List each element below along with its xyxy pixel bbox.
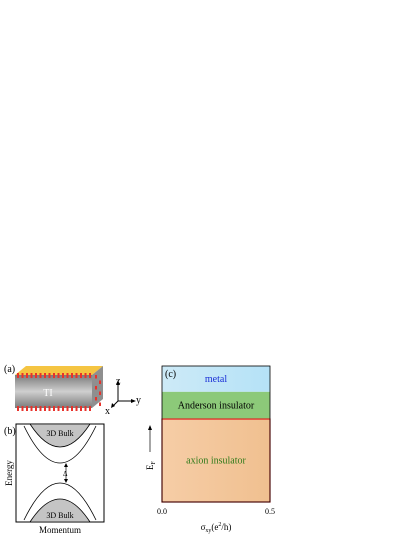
- panel-b-label: (b): [4, 426, 16, 437]
- momentum-axis-label: Momentum: [39, 525, 81, 535]
- top-stripe: [30, 373, 33, 378]
- side-stripe: [99, 380, 101, 384]
- region-axion-insulator: [162, 419, 270, 502]
- top-stripe: [89, 373, 91, 378]
- bottom-stripe: [53, 406, 55, 411]
- bottom-stripe: [66, 406, 69, 411]
- lower-bulk-label: 3D Bulk: [46, 511, 73, 520]
- top-stripe: [48, 373, 51, 378]
- ef-axis-label: EF: [145, 461, 157, 471]
- phase-diagram-frame: [161, 365, 271, 503]
- lower-bulk-band: [29, 498, 91, 523]
- top-stripe: [62, 373, 64, 378]
- region-metal: [162, 366, 270, 392]
- coordinate-axes: z y x: [105, 376, 141, 415]
- bottom-stripe: [48, 406, 51, 411]
- bottom-stripe: [84, 406, 87, 411]
- top-stripe: [39, 373, 42, 378]
- bottom-stripe: [30, 406, 33, 411]
- top-stripe: [17, 373, 19, 378]
- top-stripe: [75, 373, 78, 378]
- surface-band-lower: [23, 482, 97, 521]
- ti-block-label: TI: [43, 388, 52, 399]
- top-stripe: [80, 373, 82, 378]
- y-axis-label: y: [136, 395, 141, 406]
- bottom-stripe: [21, 406, 24, 411]
- surface-stripes: [17, 373, 101, 411]
- upper-bulk-label: 3D Bulk: [46, 429, 73, 438]
- top-stripe: [53, 373, 55, 378]
- panel-c-label: (c): [165, 369, 176, 380]
- bottom-stripe: [17, 406, 19, 411]
- bottom-stripe: [35, 406, 37, 411]
- region-label-metal: metal: [205, 374, 227, 385]
- top-stripe: [71, 373, 73, 378]
- region-label-axion-insulator: axion insulator: [186, 456, 246, 467]
- energy-axis-label: Energy: [4, 460, 14, 486]
- bottom-stripe: [80, 406, 82, 411]
- sigma-xy-axis-label: σxy(e2/h): [201, 522, 232, 534]
- front-face: [15, 375, 92, 408]
- bottom-stripe: [39, 406, 42, 411]
- side-stripe: [99, 391, 101, 395]
- top-stripe: [35, 373, 37, 378]
- panel-a-label: (a): [4, 364, 16, 375]
- surface-band-upper: [23, 425, 97, 464]
- bottom-stripe: [89, 406, 91, 411]
- z-axis-label: z: [116, 376, 121, 387]
- band-structure-figure: 3D Bulk 3D Bulk Δ Energy Momentum: [4, 423, 105, 535]
- top-face: [15, 366, 103, 375]
- ti-block-figure: TI: [15, 366, 103, 411]
- upper-bulk-band: [29, 423, 91, 448]
- side-face: [92, 366, 103, 408]
- top-stripe: [84, 373, 87, 378]
- side-stripe: [95, 397, 97, 401]
- side-stripe: [95, 375, 97, 379]
- region-anderson-insulator: [162, 391, 270, 420]
- top-stripe: [21, 373, 24, 378]
- top-stripe: [26, 373, 28, 378]
- x-tick-1: 0.5: [265, 507, 275, 516]
- bottom-stripe: [57, 406, 60, 411]
- x-axis-label: x: [105, 406, 110, 415]
- side-stripe: [99, 402, 101, 406]
- bottom-stripe: [75, 406, 78, 411]
- side-stripe: [95, 386, 97, 390]
- top-stripe: [57, 373, 60, 378]
- bottom-stripe: [62, 406, 64, 411]
- bottom-stripe: [71, 406, 73, 411]
- bottom-stripe: [44, 406, 46, 411]
- bottom-stripe: [26, 406, 28, 411]
- gap-label: Δ: [63, 470, 68, 478]
- x-tick-0: 0.0: [157, 507, 167, 516]
- top-stripe: [44, 373, 46, 378]
- region-label-anderson-insulator: Anderson insulator: [178, 400, 255, 411]
- top-stripe: [66, 373, 69, 378]
